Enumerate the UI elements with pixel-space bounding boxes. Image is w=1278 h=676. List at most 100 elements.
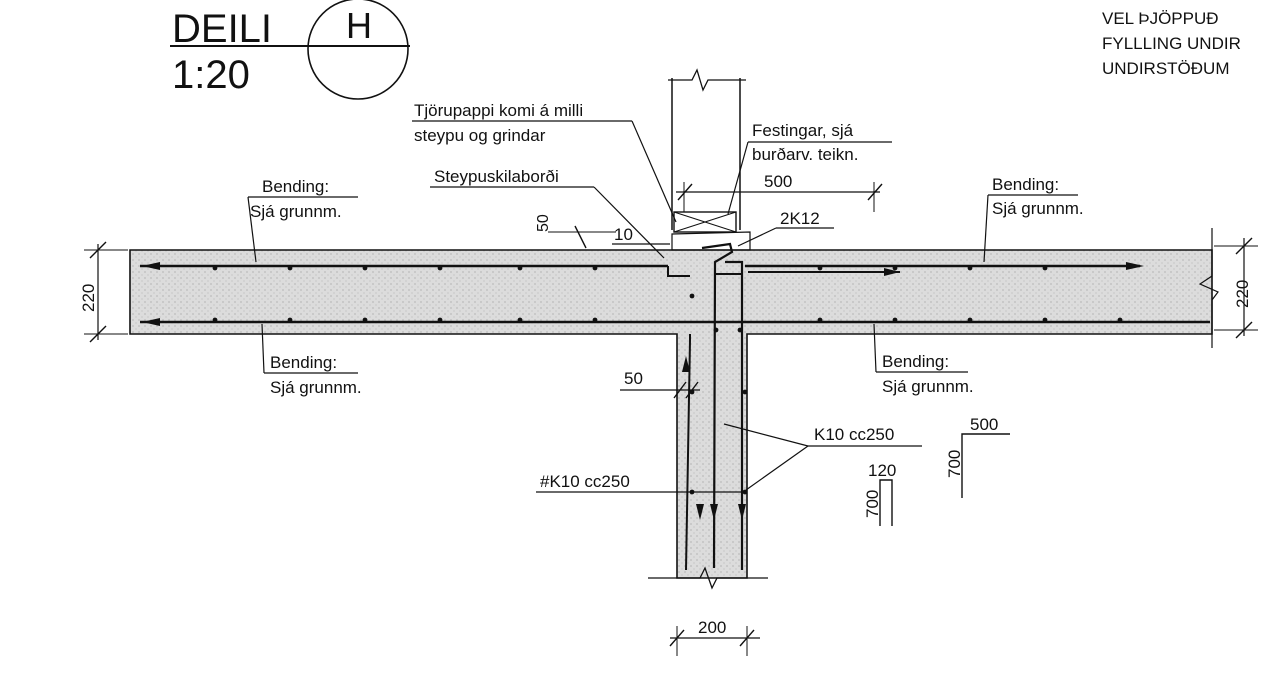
rebar-dot <box>1042 265 1048 271</box>
rebar-dot <box>967 317 973 323</box>
dim-tick <box>574 225 587 249</box>
sole-plate-cross-b <box>673 211 737 233</box>
wall-bar-hook-left <box>701 242 734 569</box>
rebar-dot <box>212 317 218 323</box>
dim-220-right: 220 <box>1233 280 1252 308</box>
label-k10-left: #K10 cc250 <box>540 472 630 491</box>
label-bending-br-2: Sjá grunnm. <box>882 377 974 396</box>
rebar-dot <box>817 317 823 323</box>
dim-tick <box>867 183 883 201</box>
rebar-dots <box>212 265 1123 495</box>
rebar-group <box>140 242 1210 571</box>
bend-shape-120 <box>879 479 893 526</box>
label-festingar-1: Festingar, sjá <box>752 121 854 140</box>
label-2k12: 2K12 <box>780 209 820 228</box>
label-bending-tr-2: Sjá grunnm. <box>992 199 1084 218</box>
note-line-1: VEL ÞJÖPPUÐ <box>1102 9 1219 28</box>
rebar-dot <box>517 265 523 271</box>
leader-bending-tr <box>983 194 989 263</box>
rebar-dot <box>362 317 368 323</box>
dim-700-small: 700 <box>863 490 882 518</box>
rebar-dot <box>892 265 898 271</box>
rebar-dot <box>287 265 293 271</box>
dim-120-bend: 120 <box>868 461 896 480</box>
note-line-2: FYLLLING UNDIR <box>1102 34 1241 53</box>
drawing-title: DEILI <box>172 7 272 51</box>
label-bending-bl-1: Bending: <box>270 353 337 372</box>
dim-10: 10 <box>614 225 633 244</box>
drawing-scale: 1:20 <box>172 53 250 97</box>
detail-circle <box>307 0 409 100</box>
dim-tick <box>739 629 755 647</box>
rebar-dot <box>1117 317 1123 323</box>
upper-break-line <box>668 68 746 92</box>
rebar-dot <box>517 317 523 323</box>
detail-letter: H <box>346 5 372 46</box>
label-bending-tr-1: Bending: <box>992 175 1059 194</box>
leader-steypuskil <box>593 186 665 259</box>
leader-bending-bl <box>261 323 265 374</box>
arrowhead <box>738 504 746 520</box>
rebar-dot <box>592 317 598 323</box>
label-bending-tl-2: Sjá grunnm. <box>250 202 342 221</box>
label-bending-tl-1: Bending: <box>262 177 329 196</box>
label-steypuskil: Steypuskilaborði <box>434 167 559 186</box>
dim-tick <box>673 381 687 399</box>
dim-500-top: 500 <box>764 172 792 191</box>
rebar-dot <box>1042 317 1048 323</box>
arrowhead <box>142 318 160 326</box>
rebar-dot <box>437 265 443 271</box>
rebar-dot <box>592 265 598 271</box>
rebar-dot <box>737 327 743 333</box>
rebar-dot <box>437 317 443 323</box>
label-bending-br-1: Bending: <box>882 352 949 371</box>
dim-tick <box>669 629 685 647</box>
dim-220-left: 220 <box>79 284 98 312</box>
rebar-dot <box>713 327 719 333</box>
arrowhead <box>682 356 690 372</box>
dim-50-top: 50 <box>535 214 552 232</box>
right-break-line <box>1198 228 1219 348</box>
arrowhead <box>884 268 900 276</box>
rebar-dot <box>362 265 368 271</box>
label-festingar-2: burðarv. teikn. <box>752 145 858 164</box>
leader-festingar <box>727 141 749 215</box>
rebar-dot <box>287 317 293 323</box>
rebar-dot <box>967 265 973 271</box>
arrowhead <box>1126 262 1144 270</box>
wall-bar-right <box>725 260 744 570</box>
dim-50-mid: 50 <box>624 369 643 388</box>
top-rebar-hook <box>667 266 690 277</box>
note-line-3: UNDIRSTÖÐUM <box>1102 59 1230 78</box>
leader-tjorupappi <box>631 120 677 223</box>
leader-k10-right-b <box>745 445 809 491</box>
lower-break-line <box>648 566 768 590</box>
dim-200: 200 <box>698 618 726 637</box>
arrowhead <box>710 504 718 520</box>
concrete-section <box>129 249 1213 579</box>
label-k10-right: K10 cc250 <box>814 425 894 444</box>
bend-shape-500 <box>961 433 1010 498</box>
dim-tick <box>89 241 107 259</box>
wall-bar-left-outer <box>685 334 691 571</box>
dim-tick <box>1235 321 1253 339</box>
label-tjorupappi-2: steypu og grindar <box>414 126 546 145</box>
rebar-dot <box>892 317 898 323</box>
dim-tick <box>677 183 693 201</box>
concrete-upstand <box>671 231 751 251</box>
arrowhead <box>696 504 704 520</box>
leader-2k12-arrow <box>737 227 777 247</box>
leader-k10-right-a <box>723 423 809 447</box>
rebar-dot <box>817 265 823 271</box>
arrowhead <box>142 262 160 270</box>
leader-bending-br <box>873 323 877 373</box>
rebar-dot <box>212 265 218 271</box>
dim-tick <box>89 325 107 343</box>
leader-bending-tl <box>247 196 257 263</box>
dim-tick <box>1235 237 1253 255</box>
dim-500-bend: 500 <box>970 415 998 434</box>
label-bending-bl-2: Sjá grunnm. <box>270 378 362 397</box>
dim-tick <box>685 381 699 399</box>
label-tjorupappi-1: Tjörupappi komi á milli <box>414 101 583 120</box>
